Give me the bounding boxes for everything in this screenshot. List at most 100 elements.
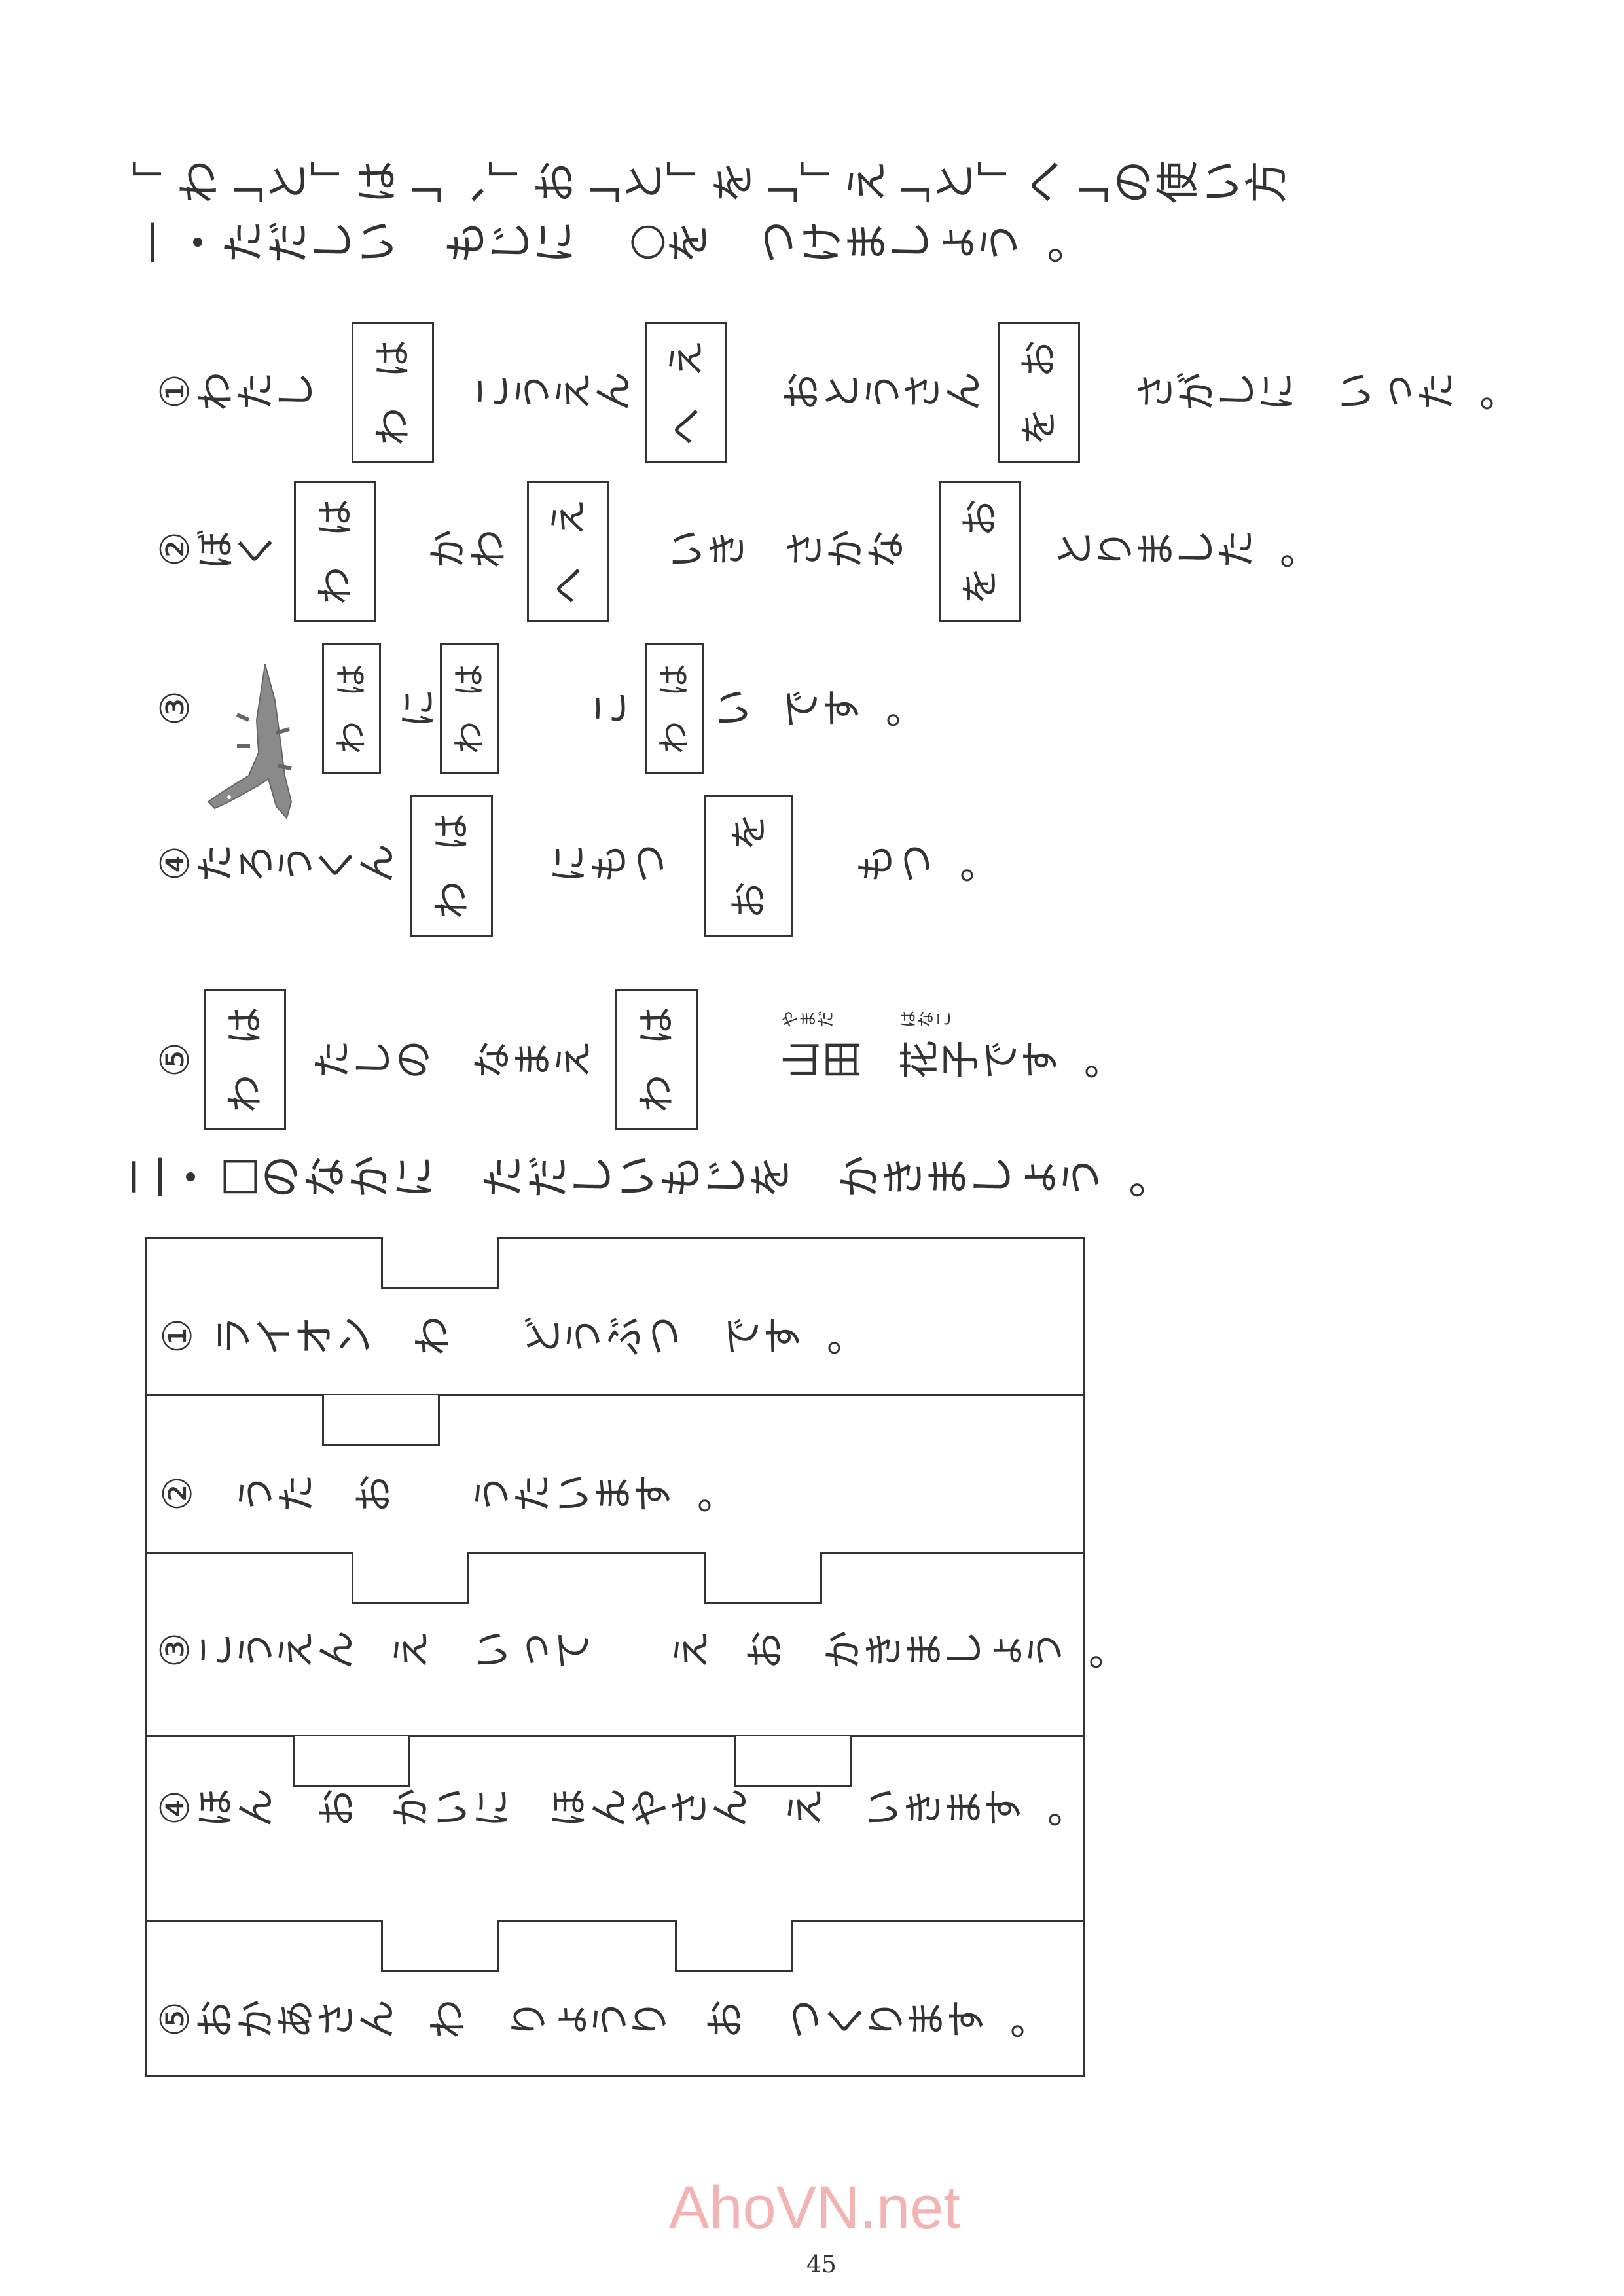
choice[interactable]: は xyxy=(312,498,357,537)
row4-text: え xyxy=(782,1788,829,1828)
q2-text: かわ xyxy=(425,529,512,569)
row2-text: うたいます。 xyxy=(469,1474,718,1514)
q5-text: 花子です。 xyxy=(897,1040,1106,1080)
q1-choice-box-2[interactable]: えへ xyxy=(645,322,727,463)
row1-text: わ xyxy=(410,1316,456,1356)
ruby: はなこ xyxy=(899,1010,954,1028)
q2-choice-box-3[interactable]: おを xyxy=(939,481,1021,622)
q4-text: もつ。 xyxy=(853,844,981,884)
row4-text: かいに xyxy=(388,1788,516,1828)
row3-text: ③こうえん xyxy=(152,1630,361,1670)
q4-choice-box-2[interactable]: をお xyxy=(704,795,793,937)
choice[interactable]: わ xyxy=(222,1074,267,1113)
choice[interactable]: は xyxy=(370,339,415,378)
row-divider xyxy=(145,1735,1085,1737)
choice[interactable]: は xyxy=(222,1006,267,1045)
choice[interactable]: わ xyxy=(312,566,357,605)
choice[interactable]: へ xyxy=(545,566,590,605)
ruby: やまだ xyxy=(781,1010,836,1028)
choice[interactable]: へ xyxy=(663,407,708,446)
section2-instruction: 二・□のなかに ただしいもじを かきましょう。 xyxy=(122,1155,1152,1198)
q1-text: おとうさん xyxy=(779,372,988,412)
row5-text: つくります。 xyxy=(782,2000,1031,2039)
choice[interactable]: を xyxy=(957,566,1002,605)
q2-text: さかな xyxy=(782,529,910,569)
choice[interactable]: え xyxy=(663,339,708,378)
choice[interactable]: お xyxy=(957,498,1002,537)
q1-text: いった。 xyxy=(1333,372,1501,412)
q5-text: 山田 xyxy=(779,1040,866,1080)
q5-choice-box-2[interactable]: はわ xyxy=(615,989,698,1130)
choice[interactable]: わ xyxy=(634,1074,679,1113)
q4-choice-box-1[interactable]: はわ xyxy=(410,795,493,937)
row1-text: ① xyxy=(154,1318,201,1354)
q3-text: こ xyxy=(587,689,634,728)
choice[interactable]: え xyxy=(545,498,590,537)
q2-text: いき xyxy=(664,529,751,569)
answer-box[interactable] xyxy=(293,1736,410,1787)
q2-choice-box-2[interactable]: えへ xyxy=(527,481,609,622)
row3-text: え xyxy=(388,1630,435,1670)
q2-text: ②ぼく xyxy=(152,529,280,569)
q1-text: こうえん xyxy=(469,372,638,412)
watermark: AhoVN.net xyxy=(669,2174,960,2241)
q5-text: なまえ xyxy=(469,1040,597,1080)
answer-box[interactable] xyxy=(734,1736,852,1787)
choice[interactable]: は xyxy=(655,664,693,696)
row3-text: お xyxy=(742,1630,789,1670)
q3-text: い xyxy=(710,689,757,728)
crocodile-illustration xyxy=(207,664,293,820)
choice[interactable]: を xyxy=(1016,407,1061,446)
choice[interactable]: わ xyxy=(655,721,693,754)
answer-box[interactable] xyxy=(322,1395,440,1446)
q2-text: とりました。 xyxy=(1052,529,1301,569)
choice[interactable]: わ xyxy=(429,880,474,920)
q3-choice-box-3[interactable]: はわ xyxy=(645,643,704,774)
answer-box[interactable] xyxy=(675,1920,793,1972)
choice[interactable]: は xyxy=(333,664,370,696)
q1-text: ①わたし xyxy=(152,372,320,412)
q1-choice-box-3[interactable]: おを xyxy=(998,322,1080,463)
choice[interactable]: を xyxy=(726,812,771,852)
q1-text: さがしに xyxy=(1133,372,1301,412)
q3-choice-box-1[interactable]: はわ xyxy=(322,643,381,774)
row3-text: え xyxy=(668,1630,715,1670)
q4-text: にもつ xyxy=(546,844,674,884)
page-number: 45 xyxy=(806,2251,837,2278)
choice[interactable]: わ xyxy=(370,407,415,446)
q4-text: ④たろうくん xyxy=(152,844,401,884)
q2-choice-box-1[interactable]: はわ xyxy=(294,481,376,622)
q3-text: に xyxy=(395,689,442,728)
choice[interactable]: は xyxy=(634,1006,679,1045)
row-divider xyxy=(145,1552,1085,1554)
answer-box[interactable] xyxy=(381,1920,499,1972)
answer-box[interactable] xyxy=(704,1552,822,1604)
q5-choice-box-1[interactable]: はわ xyxy=(204,989,286,1130)
choice[interactable]: わ xyxy=(333,721,370,754)
choice[interactable]: は xyxy=(429,812,474,852)
choice[interactable]: お xyxy=(1016,339,1061,378)
row2-text: ② xyxy=(154,1476,201,1511)
row3-text: いって xyxy=(469,1630,597,1670)
choice[interactable]: お xyxy=(726,880,771,920)
q1-choice-box-1[interactable]: はわ xyxy=(352,322,434,463)
choice[interactable]: は xyxy=(450,664,488,696)
q5-text: たしの xyxy=(310,1040,437,1080)
choice[interactable]: わ xyxy=(450,721,488,754)
row5-text: お xyxy=(702,2000,749,2039)
answer-box[interactable] xyxy=(352,1552,469,1604)
answer-table xyxy=(145,1237,1085,2077)
row1-text: です。 xyxy=(720,1316,848,1356)
row-divider xyxy=(145,1920,1085,1922)
row-divider xyxy=(145,1394,1085,1396)
q3-choice-box-2[interactable]: はわ xyxy=(440,643,499,774)
row5-text: ⑤おかあさん xyxy=(152,2000,401,2039)
section1-instruction: 一・ただしい もじに ○を つけましょう。 xyxy=(129,221,1070,264)
row2-text: お xyxy=(351,1474,397,1514)
q3-text: です。 xyxy=(779,689,907,728)
row4-text: お xyxy=(314,1788,361,1828)
q5-text: ⑤ xyxy=(152,1042,198,1077)
answer-box[interactable] xyxy=(381,1237,499,1289)
row1-text: どうぶつ xyxy=(520,1316,689,1356)
row5-text: わ xyxy=(425,2000,471,2039)
